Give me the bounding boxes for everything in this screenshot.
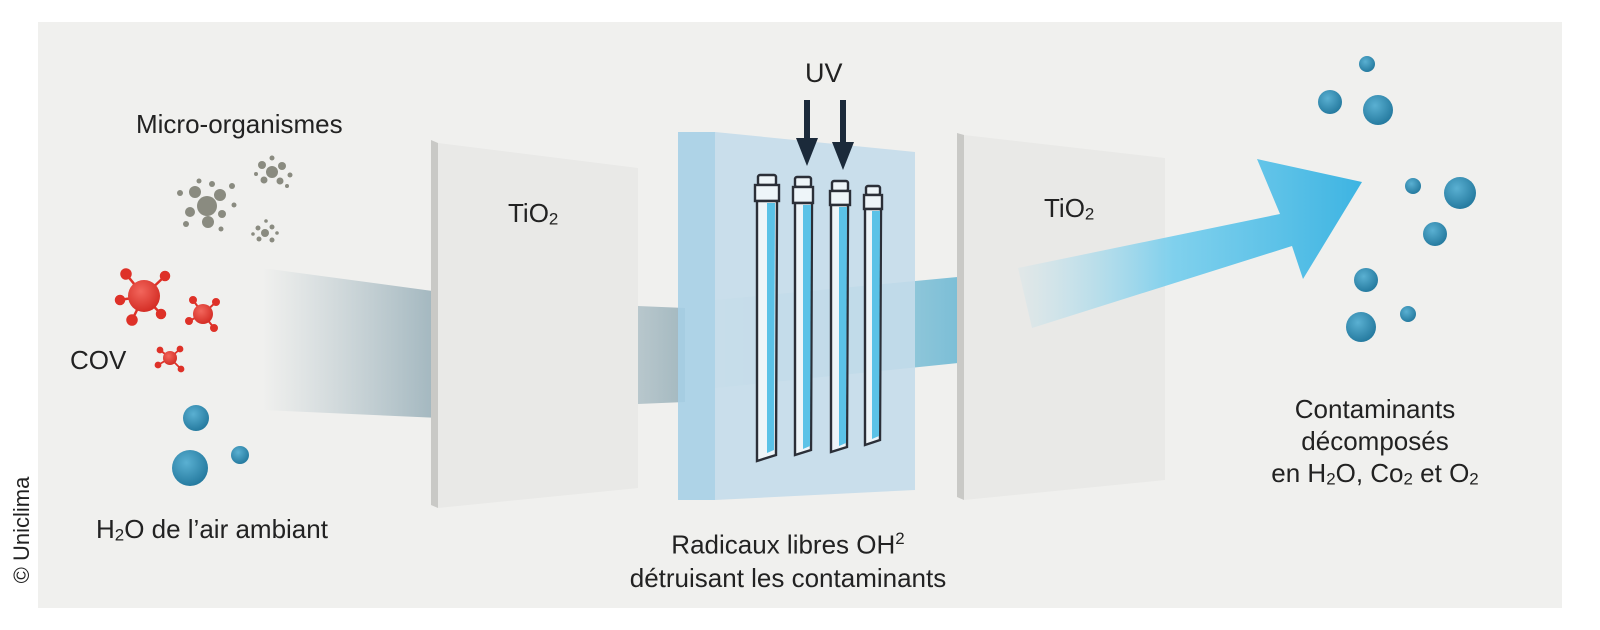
- radicals-label-line1: Radicaux libres OH2: [671, 529, 905, 560]
- uv-arrow-icon: [832, 100, 854, 170]
- uv-lamp-tube-icon: [753, 173, 781, 463]
- uv-lamp-tube-icon: [862, 184, 884, 447]
- voc-label: COV: [70, 345, 127, 375]
- uv-lamp-tube-icon: [828, 179, 852, 454]
- uv-lamp-tube-icon: [791, 175, 815, 457]
- water-droplet-icon: [172, 450, 208, 486]
- water-droplet-icon: [1346, 312, 1376, 342]
- micro-organism-cluster-icon: [254, 155, 293, 188]
- uv-label: UV: [805, 58, 843, 88]
- tio2-filter-left: [431, 140, 638, 508]
- decomposed-label-line3: en H2O, Co2 et O2: [1271, 458, 1479, 489]
- water-droplet-icon: [1423, 222, 1447, 246]
- voc-molecule-icon: [114, 268, 171, 326]
- airflow-arrow-icon: [1018, 159, 1362, 328]
- water-droplet-icon: [1444, 177, 1476, 209]
- uv-arrow-icon: [796, 100, 818, 166]
- radicals-label-line2: détruisant les contaminants: [629, 563, 947, 594]
- water-droplet-icon: [1363, 95, 1393, 125]
- water-droplet-icon: [231, 446, 249, 464]
- copyright-credit: © Uniclima: [9, 476, 34, 584]
- ambient-water-label: H2O de l’air ambiant: [96, 514, 328, 545]
- micro-organisms-label: Micro-organismes: [136, 109, 343, 139]
- tio2-label-right: TiO2: [1044, 193, 1095, 224]
- voc-molecule-icon: [185, 296, 220, 332]
- water-droplet-icon: [183, 405, 209, 431]
- decomposed-label-line1: Contaminants: [1294, 394, 1456, 424]
- voc-molecule-icon: [154, 345, 185, 373]
- airflow-band-inlet: [262, 268, 440, 418]
- uv-lamp-tubes: [753, 173, 884, 463]
- radicals-label: Radicaux libres OH2 détruisant les conta…: [598, 522, 978, 595]
- water-droplet-icon: [1318, 90, 1342, 114]
- decomposed-contaminants-label: Contaminants décomposés en H2O, Co2 et O…: [1255, 393, 1495, 496]
- tio2-label-left: TiO2: [508, 198, 559, 229]
- micro-organism-cluster-icon: [251, 219, 279, 243]
- decomposed-label-line2: décomposés: [1301, 426, 1449, 456]
- water-droplet-icon: [1354, 268, 1378, 292]
- water-droplet-icon: [1359, 56, 1375, 72]
- micro-organism-cluster-icon: [177, 178, 237, 232]
- water-droplet-icon: [1405, 178, 1421, 194]
- water-droplet-icon: [1400, 306, 1416, 322]
